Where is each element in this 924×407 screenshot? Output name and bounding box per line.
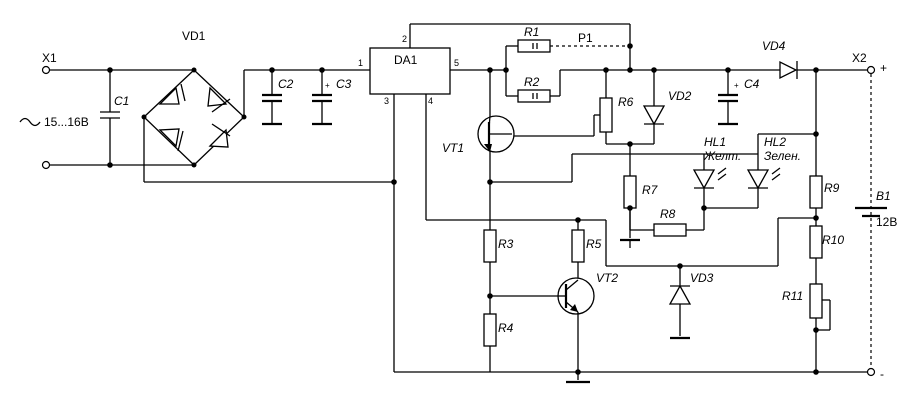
label-vd4: VD4 — [762, 39, 786, 53]
label-c1: C1 — [114, 94, 129, 108]
output-section — [718, 60, 887, 377]
label-r7: R7 — [642, 183, 659, 197]
label-vt1: VT1 — [442, 141, 464, 155]
label-r9: R9 — [824, 181, 840, 195]
label-input-voltage: 15...16В — [44, 115, 89, 129]
label-hl2-color: Зелен. — [764, 149, 801, 163]
label-hl1: HL1 — [704, 135, 726, 149]
label-r4: R4 — [498, 321, 514, 335]
label-x1: X1 — [42, 51, 57, 65]
label-p1: P1 — [578, 31, 593, 45]
label-r3: R3 — [498, 237, 514, 251]
label-c2: C2 — [278, 77, 294, 91]
label-pin2: 2 — [402, 34, 407, 44]
label-r2: R2 — [524, 75, 540, 89]
label-r5: R5 — [586, 237, 602, 251]
label-c3: C3 — [336, 77, 352, 91]
label-da1: DA1 — [394, 53, 418, 67]
label-r10: R10 — [822, 233, 844, 247]
label-plus: + — [880, 61, 887, 75]
label-r11: R11 — [782, 289, 803, 303]
label-vd2: VD2 — [668, 89, 692, 103]
diode-bridge-vd1 — [141, 67, 394, 183]
control-section — [483, 217, 778, 384]
label-b1: B1 — [876, 189, 891, 203]
label-pin1: 1 — [358, 58, 363, 68]
component-labels: X1 VD1 15...16В C1 C2 C3 + DA1 1 2 3 4 5… — [42, 25, 897, 381]
label-x2: X2 — [852, 51, 867, 65]
label-minus: - — [880, 367, 884, 381]
current-sense-resistors — [487, 24, 728, 103]
label-vt2: VT2 — [596, 271, 618, 285]
transistor-vt1 — [477, 70, 515, 230]
label-pin5: 5 — [454, 58, 459, 68]
label-r1: R1 — [524, 25, 539, 39]
label-hl1-color: Желт. — [703, 149, 741, 163]
label-r8: R8 — [660, 207, 676, 221]
svg-text:+: + — [325, 81, 330, 90]
label-pin4: 4 — [428, 96, 433, 106]
r6-vd2 — [512, 70, 666, 147]
input-section — [19, 65, 144, 170]
label-b1-voltage: 12В — [876, 215, 897, 229]
label-c4: C4 — [744, 77, 760, 91]
ground-rail — [391, 179, 868, 375]
svg-text:+: + — [734, 81, 739, 90]
label-r6: R6 — [618, 95, 634, 109]
label-pin3: 3 — [384, 96, 389, 106]
regulator-da1 — [369, 23, 630, 372]
label-hl2: HL2 — [764, 135, 786, 149]
label-vd3: VD3 — [690, 271, 714, 285]
indicator-section — [490, 144, 781, 248]
filter-capacitors — [244, 67, 370, 126]
label-vd1: VD1 — [182, 29, 206, 43]
